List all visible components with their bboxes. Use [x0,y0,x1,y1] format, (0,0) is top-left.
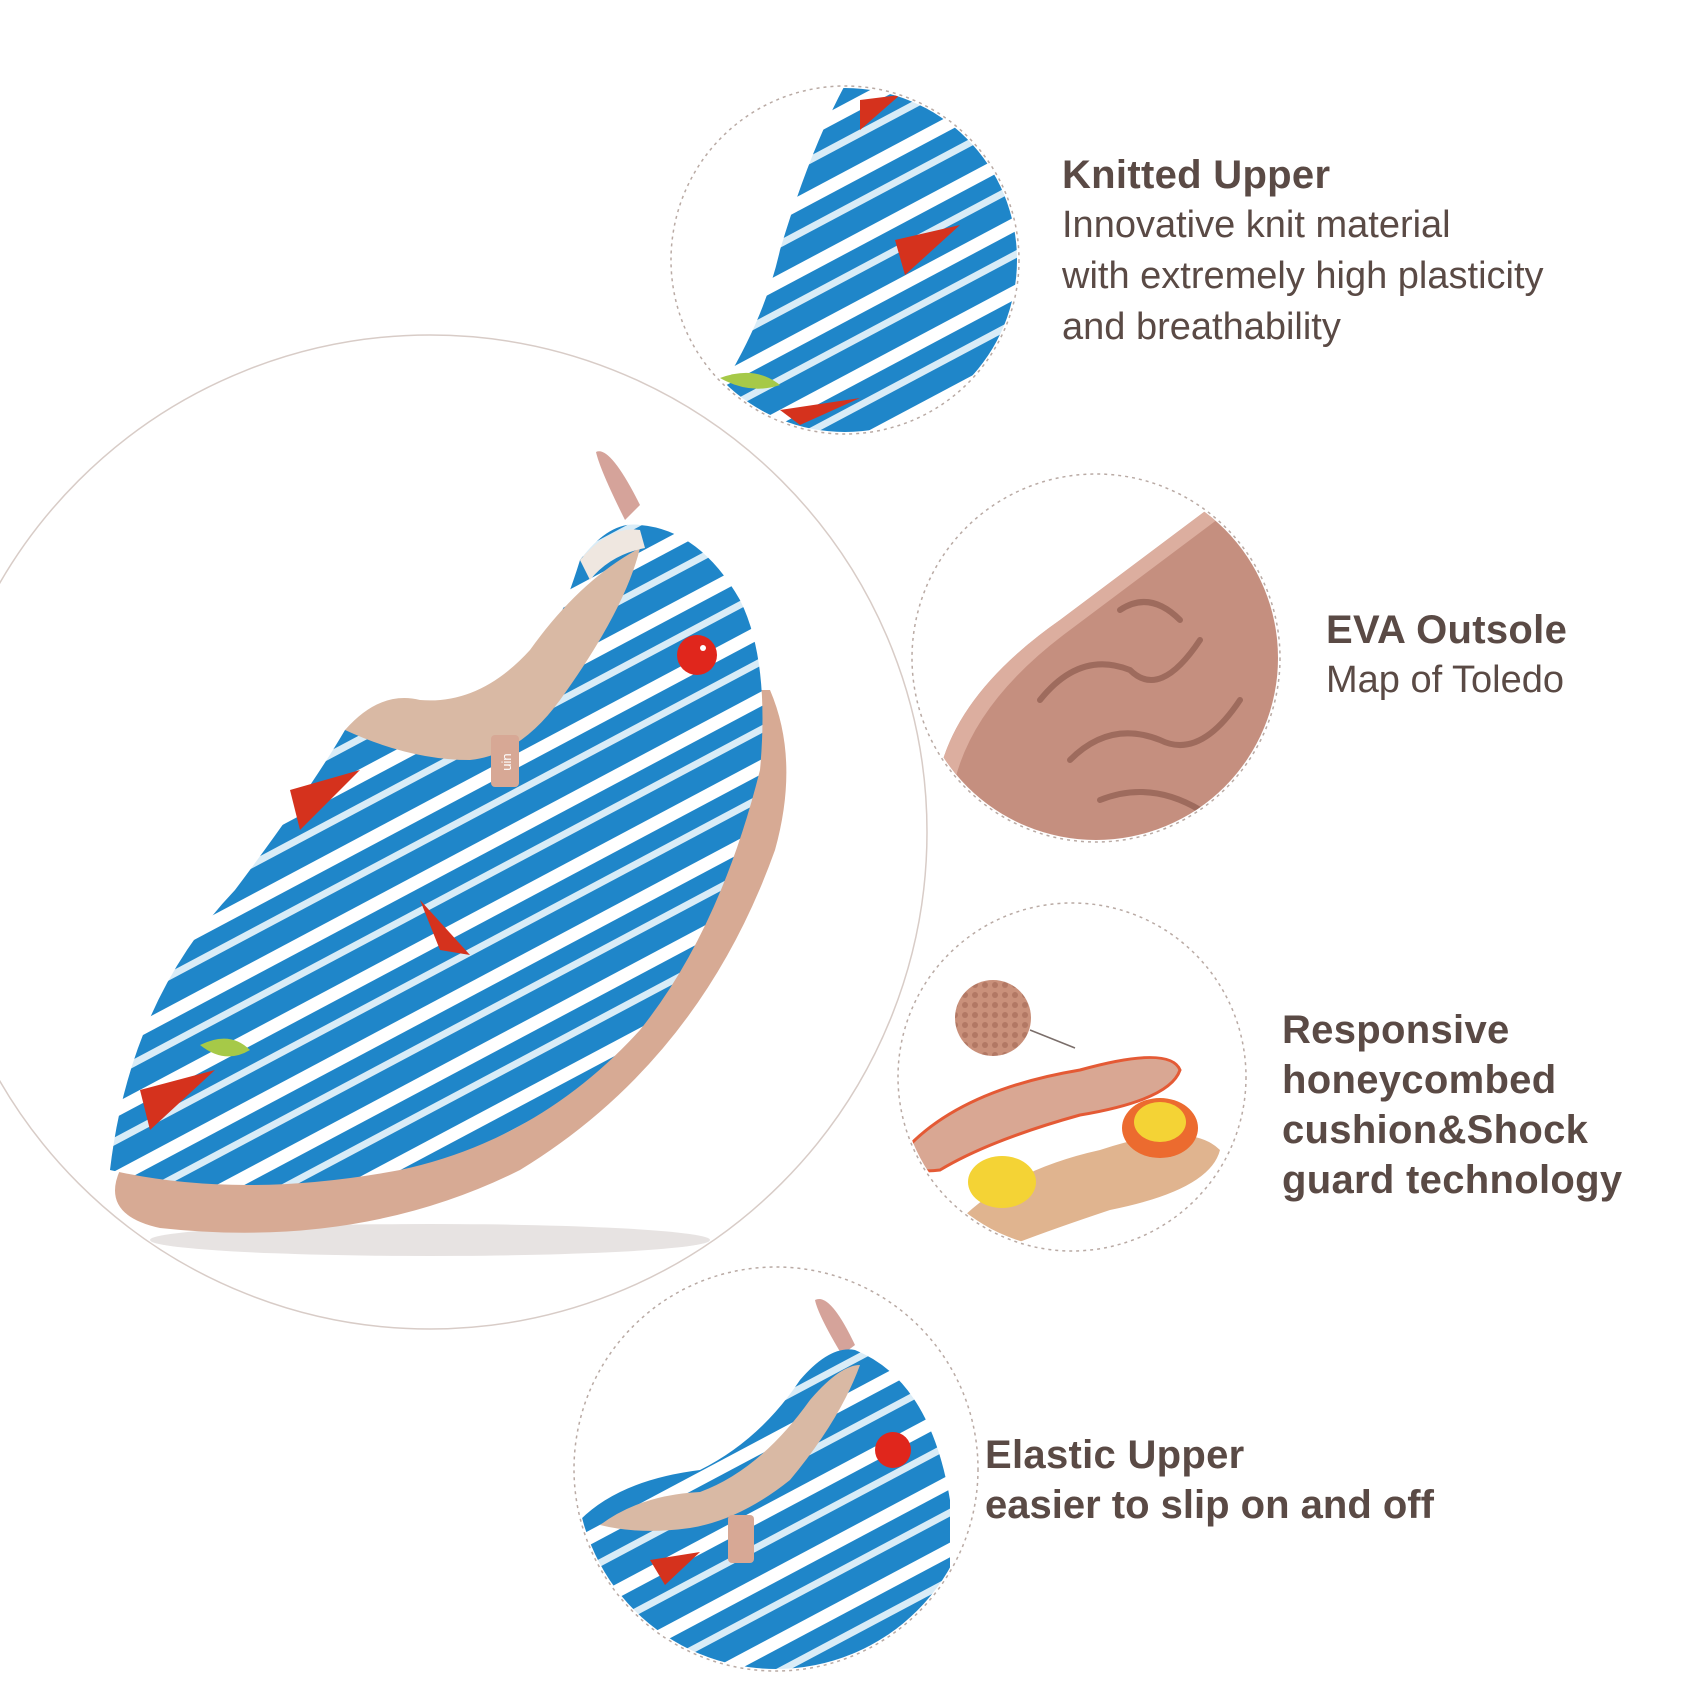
brand-tab [728,1515,754,1563]
insole-detail [897,902,1247,1252]
main-shoe-illustration: uin [110,451,787,1233]
shoe-shadow [150,1224,710,1256]
title-line: Responsive [1282,1008,1510,1052]
knitted-upper [580,1349,950,1669]
red-accent [780,398,860,425]
knitted-upper [110,524,763,1185]
toledo-map-pattern [1037,599,1243,813]
feature-description: Innovative knit material with extremely … [1062,200,1544,353]
cushion-insole [902,1056,1182,1173]
shock-guard-insole [957,1135,1220,1249]
red-accent [290,770,360,830]
feature-elastic-upper: Elastic Upper easier to slip on and off [985,1430,1434,1530]
shock-pad-forefoot-core [1134,1102,1186,1142]
detail-ring [897,902,1247,1252]
feature-knitted-upper: Knitted Upper Innovative knit material w… [1062,150,1544,353]
brand-tab [491,735,519,787]
main-circle-ring [0,334,928,1330]
feature-eva-outsole: EVA Outsole Map of Toledo [1326,605,1567,706]
shoe-opening-lining [600,1365,860,1531]
detail-ring [573,1266,979,1672]
red-accent [650,1552,700,1585]
fabric-closeup [690,88,1017,432]
feature-description: Map of Toledo [1326,655,1567,706]
outsole-detail [911,473,1281,843]
knitted-upper-detail [670,85,1020,435]
red-accent [420,900,470,955]
brand-logo-eye [700,645,706,651]
honeycomb-swatch [955,980,1031,1056]
red-accent [140,1070,215,1130]
elastic-upper-detail [573,1266,979,1672]
title-line: honeycombed [1282,1058,1557,1102]
brand-logo [875,1432,911,1468]
description-line: and breathability [1062,306,1341,348]
red-accent [860,95,900,130]
shock-pad-heel [968,1156,1036,1208]
title-line: cushion&Shock [1282,1108,1589,1152]
green-accent [720,372,780,389]
feature-title: Elastic Upper [985,1433,1245,1477]
green-accent [200,1038,250,1057]
heel-pull-tab [596,451,640,520]
description-line: Innovative knit material [1062,204,1451,246]
feature-cushion-shock-guard: Responsive honeycombed cushion&Shock gua… [1282,1005,1622,1205]
brand-logo [677,635,717,675]
feature-title: EVA Outsole [1326,608,1568,652]
heel-pull-tab [815,1298,855,1355]
outsole-closeup [940,500,1278,840]
detail-ring [911,473,1281,843]
red-accent [895,225,960,275]
description-line: with extremely high plasticity [1062,255,1544,297]
shoe-collar [580,529,645,580]
detail-ring [670,85,1020,435]
feature-description: easier to slip on and off [985,1480,1434,1530]
shoe-opening-lining [345,548,640,760]
feature-title: Knitted Upper [1062,153,1331,197]
pointer-line [1029,1029,1076,1049]
description-line: Map of Toledo [1326,659,1565,701]
main-shoe-panel: uin [0,334,928,1330]
title-line: guard technology [1282,1158,1623,1202]
description-line: easier to slip on and off [985,1483,1434,1527]
outsole-edge [940,500,1230,780]
brand-tab-label: uin [499,753,514,770]
feature-title: Responsive honeycombed cushion&Shock gua… [1282,1005,1622,1205]
